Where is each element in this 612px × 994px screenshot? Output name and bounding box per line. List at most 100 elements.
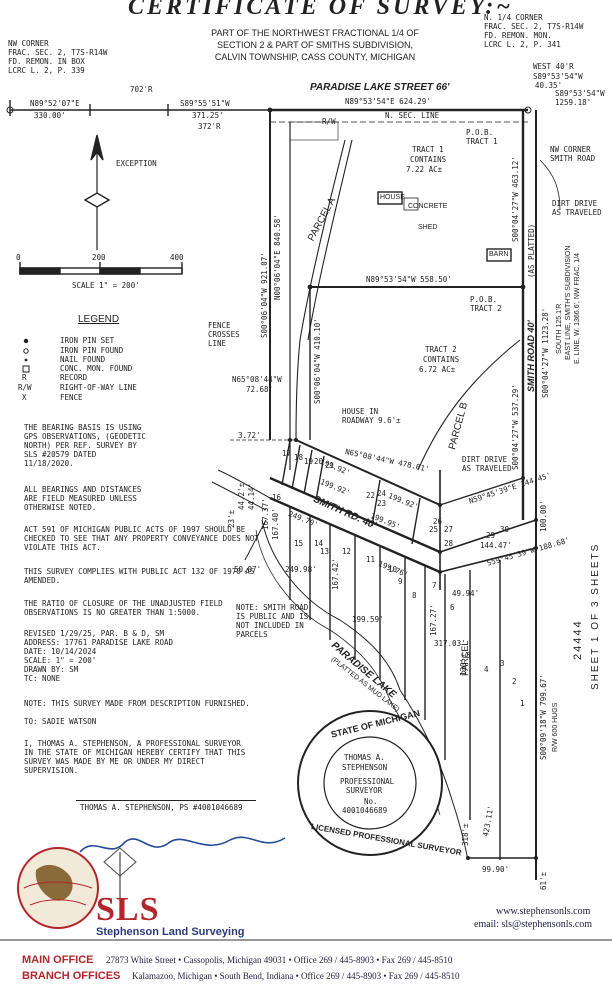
lot-18: 18 <box>294 453 304 462</box>
n-sec-line: N. SEC. LINE <box>385 111 440 120</box>
d4274: 44.2'± <box>237 482 246 510</box>
nw-smith-b: SMITH ROAD <box>550 154 596 163</box>
seal-line-1: THOMAS A. <box>344 753 385 762</box>
seal-line-6: 4001046689 <box>342 806 388 815</box>
to-line: TO: SADIE WATSON <box>24 717 97 726</box>
dist-371: 371.25' <box>192 111 224 120</box>
revised-1: REVISED 1/29/25, PAR. B & D, SM <box>24 629 164 638</box>
d372: 3.72' <box>238 431 261 440</box>
lot-29: 29 <box>486 531 496 540</box>
house-building <box>377 191 403 205</box>
lot-19: 19 <box>304 457 314 466</box>
lot-24: 24 <box>377 489 387 498</box>
south-line-c: E. LINE, W. 1366.6', NW FRAC. 1/4 <box>574 252 581 364</box>
rw-label: R/W <box>322 117 336 126</box>
scale-label: SCALE 1" = 200' <box>72 281 140 290</box>
signature-line <box>76 800 256 801</box>
lake-shoreline <box>261 519 469 861</box>
revised-6: TC: NONE <box>24 674 61 683</box>
smith-public-4: PARCELS <box>236 630 268 639</box>
bearing-basis-2: GPS OBSERVATIONS, (GEODETIC <box>24 432 146 441</box>
scale-tick-400: 400 <box>170 253 184 262</box>
pob1-b: TRACT 1 <box>466 137 498 146</box>
s00-1123: S00°04'27"W 1123.28' <box>541 307 550 398</box>
d7268: 72.68' <box>246 385 274 394</box>
lot-3: 3 <box>500 659 505 668</box>
seal-line-4: SURVEYOR <box>346 786 383 795</box>
house-label: HOUSE <box>380 194 405 201</box>
tract1-b: CONTAINS <box>410 155 447 164</box>
as-platted: (AS PLATTED) <box>527 223 536 278</box>
certify-4: SUPERVISION. <box>24 766 79 775</box>
n-quarter-2: FRAC. SEC. 2, T7S-R14W <box>484 22 584 31</box>
legend-item-1: IRON PIN SET <box>60 336 115 345</box>
n-quarter-4: LCRC L. 2, P. 341 <box>484 40 561 49</box>
lot-16: 16 <box>272 493 282 502</box>
lot-15: 15 <box>294 539 304 548</box>
n89-558: N89°53'54"W 558.50' <box>366 275 452 284</box>
sls-globe-logo <box>17 847 137 929</box>
tract1-a: TRACT 1 <box>412 145 444 154</box>
rw-600: R/W 600 HUGS <box>552 702 559 752</box>
shed-label: SHED <box>418 224 438 231</box>
smith-rd-south <box>269 496 441 574</box>
d24998: 249.98' <box>285 565 317 574</box>
main-office-address: 27873 White Street • Cassopolis, Michiga… <box>106 955 453 965</box>
sls-logo-text: SLS <box>96 891 160 928</box>
lot-20: 20 <box>314 457 324 466</box>
certify-2: IN THE STATE OF MICHIGAN HEREBY CERTIFY … <box>24 748 246 757</box>
sheet-number: 24444 <box>572 619 584 660</box>
d61: 61'± <box>539 871 548 890</box>
dirt-drive-2a: DIRT DRIVE <box>462 455 508 464</box>
south-line-b: EAST LINE, SMITH'S SUBDIVISION <box>565 245 572 360</box>
revised-2: ADDRESS: 17761 PARADISE LAKE ROAD <box>24 638 174 647</box>
bearing-basis-3: NORTH) PER REF. SURVEY BY <box>24 441 137 450</box>
s00-921: S00°06'04"W 921.07' <box>260 252 269 338</box>
house-roadway-b: ROADWAY 9.6'± <box>342 416 401 425</box>
certify-1: I, THOMAS A. STEPHENSON, A PROFESSIONAL … <box>24 739 241 748</box>
lot-10: 10 <box>388 565 398 574</box>
s89-4035: S89°53'54"W <box>533 72 583 81</box>
smith-public-3: NOT INCLUDED IN <box>236 621 304 630</box>
d16742: 167.42' <box>331 558 340 590</box>
pob1-a: P.O.B. <box>466 128 494 137</box>
act132-2: AMENDED. <box>24 576 61 585</box>
south-line-a: SOUTH 125.1'R <box>556 303 563 354</box>
tract2-b: CONTAINS <box>423 355 460 364</box>
d31703: 317.03' <box>434 639 466 648</box>
pob2-a: P.O.B. <box>470 295 498 304</box>
lot-13: 13 <box>320 547 330 556</box>
field-1: ALL BEARINGS AND DISTANCES <box>24 485 142 494</box>
s00-463: S00°04'27"W 463.12' <box>511 156 520 242</box>
legend-item-3: NAIL FOUND <box>60 355 106 364</box>
act591-1: ACT 591 OF MICHIGAN PUBLIC ACTS OF 1997 … <box>24 525 246 534</box>
bearing-top-mid: S89°55'51"W <box>180 99 230 108</box>
barn-building <box>486 248 512 262</box>
d4994: 49.94' <box>452 589 480 598</box>
s00-410: S00°06'04"W 410.10' <box>313 318 322 404</box>
subtitle-line-1: PART OF THE NORTHWEST FRACTIONAL 1/4 OF <box>211 28 419 38</box>
lot-17: 17 <box>282 449 292 458</box>
d4035: 40.35' <box>535 81 563 90</box>
revised-4: SCALE: 1" = 200' <box>24 656 97 665</box>
lot-1: 1 <box>520 699 525 708</box>
lot-2: 2 <box>512 677 517 686</box>
s00-537: S00°04'27"W 537.29' <box>511 384 520 470</box>
d5007: 50.07' <box>234 565 262 574</box>
website-link[interactable]: www.stephensonls.com <box>496 906 591 917</box>
branch-offices-text: Kalamazoo, Michigan • South Bend, Indian… <box>132 971 460 981</box>
dist-702r: 702'R <box>130 85 153 94</box>
signer-name: THOMAS A. STEPHENSON, PS #4001046689 <box>80 803 243 812</box>
legend-symbol-7: X <box>22 393 27 402</box>
lot-30: 30 <box>500 525 510 534</box>
bearing-top-left: N89°52'07"E <box>30 99 80 108</box>
email-link[interactable]: email: sls@stephensonls.com <box>474 919 593 930</box>
bearing-basis-4: SLS #20579 DATED <box>24 450 97 459</box>
lot-9: 9 <box>398 577 403 586</box>
furnished-note: NOTE: THIS SURVEY MADE FROM DESCRIPTION … <box>24 699 250 708</box>
legend-item-7: FENCE <box>60 393 83 402</box>
tract2-a: TRACT 2 <box>425 345 457 354</box>
nw-corner-4: LCRC L. 2, P. 339 <box>8 66 85 75</box>
dist-330: 330.00' <box>34 111 66 120</box>
certify-3: SURVEY WAS MADE BY ME OR UNDER MY DIRECT <box>24 757 205 766</box>
